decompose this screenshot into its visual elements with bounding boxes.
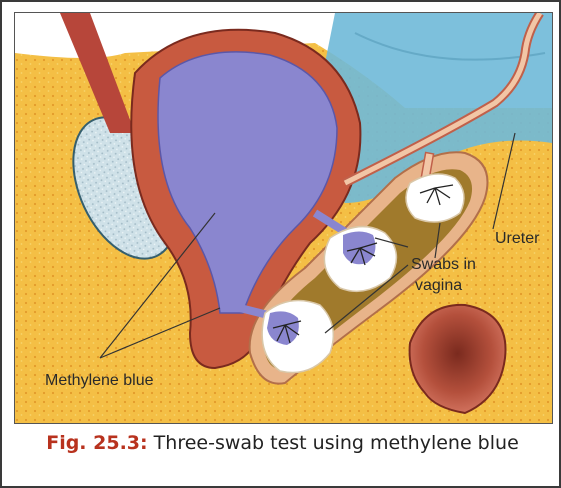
figure-caption: Fig. 25.3: Three-swab test using methyle… <box>2 432 561 454</box>
top-swab <box>406 174 464 222</box>
caption-text: Three-swab test using methylene blue <box>148 432 519 454</box>
label-methylene-blue: Methylene blue <box>45 372 154 389</box>
label-swabs-line2: vagina <box>415 277 462 294</box>
label-swabs-line1: Swabs in <box>411 256 476 273</box>
anatomy-illustration: Ureter Swabs in vagina Methylene blue <box>14 12 553 424</box>
label-ureter: Ureter <box>495 230 540 247</box>
bottom-swab <box>262 301 333 373</box>
middle-swab <box>324 227 396 292</box>
caption-figure-number: Fig. 25.3: <box>46 432 147 454</box>
